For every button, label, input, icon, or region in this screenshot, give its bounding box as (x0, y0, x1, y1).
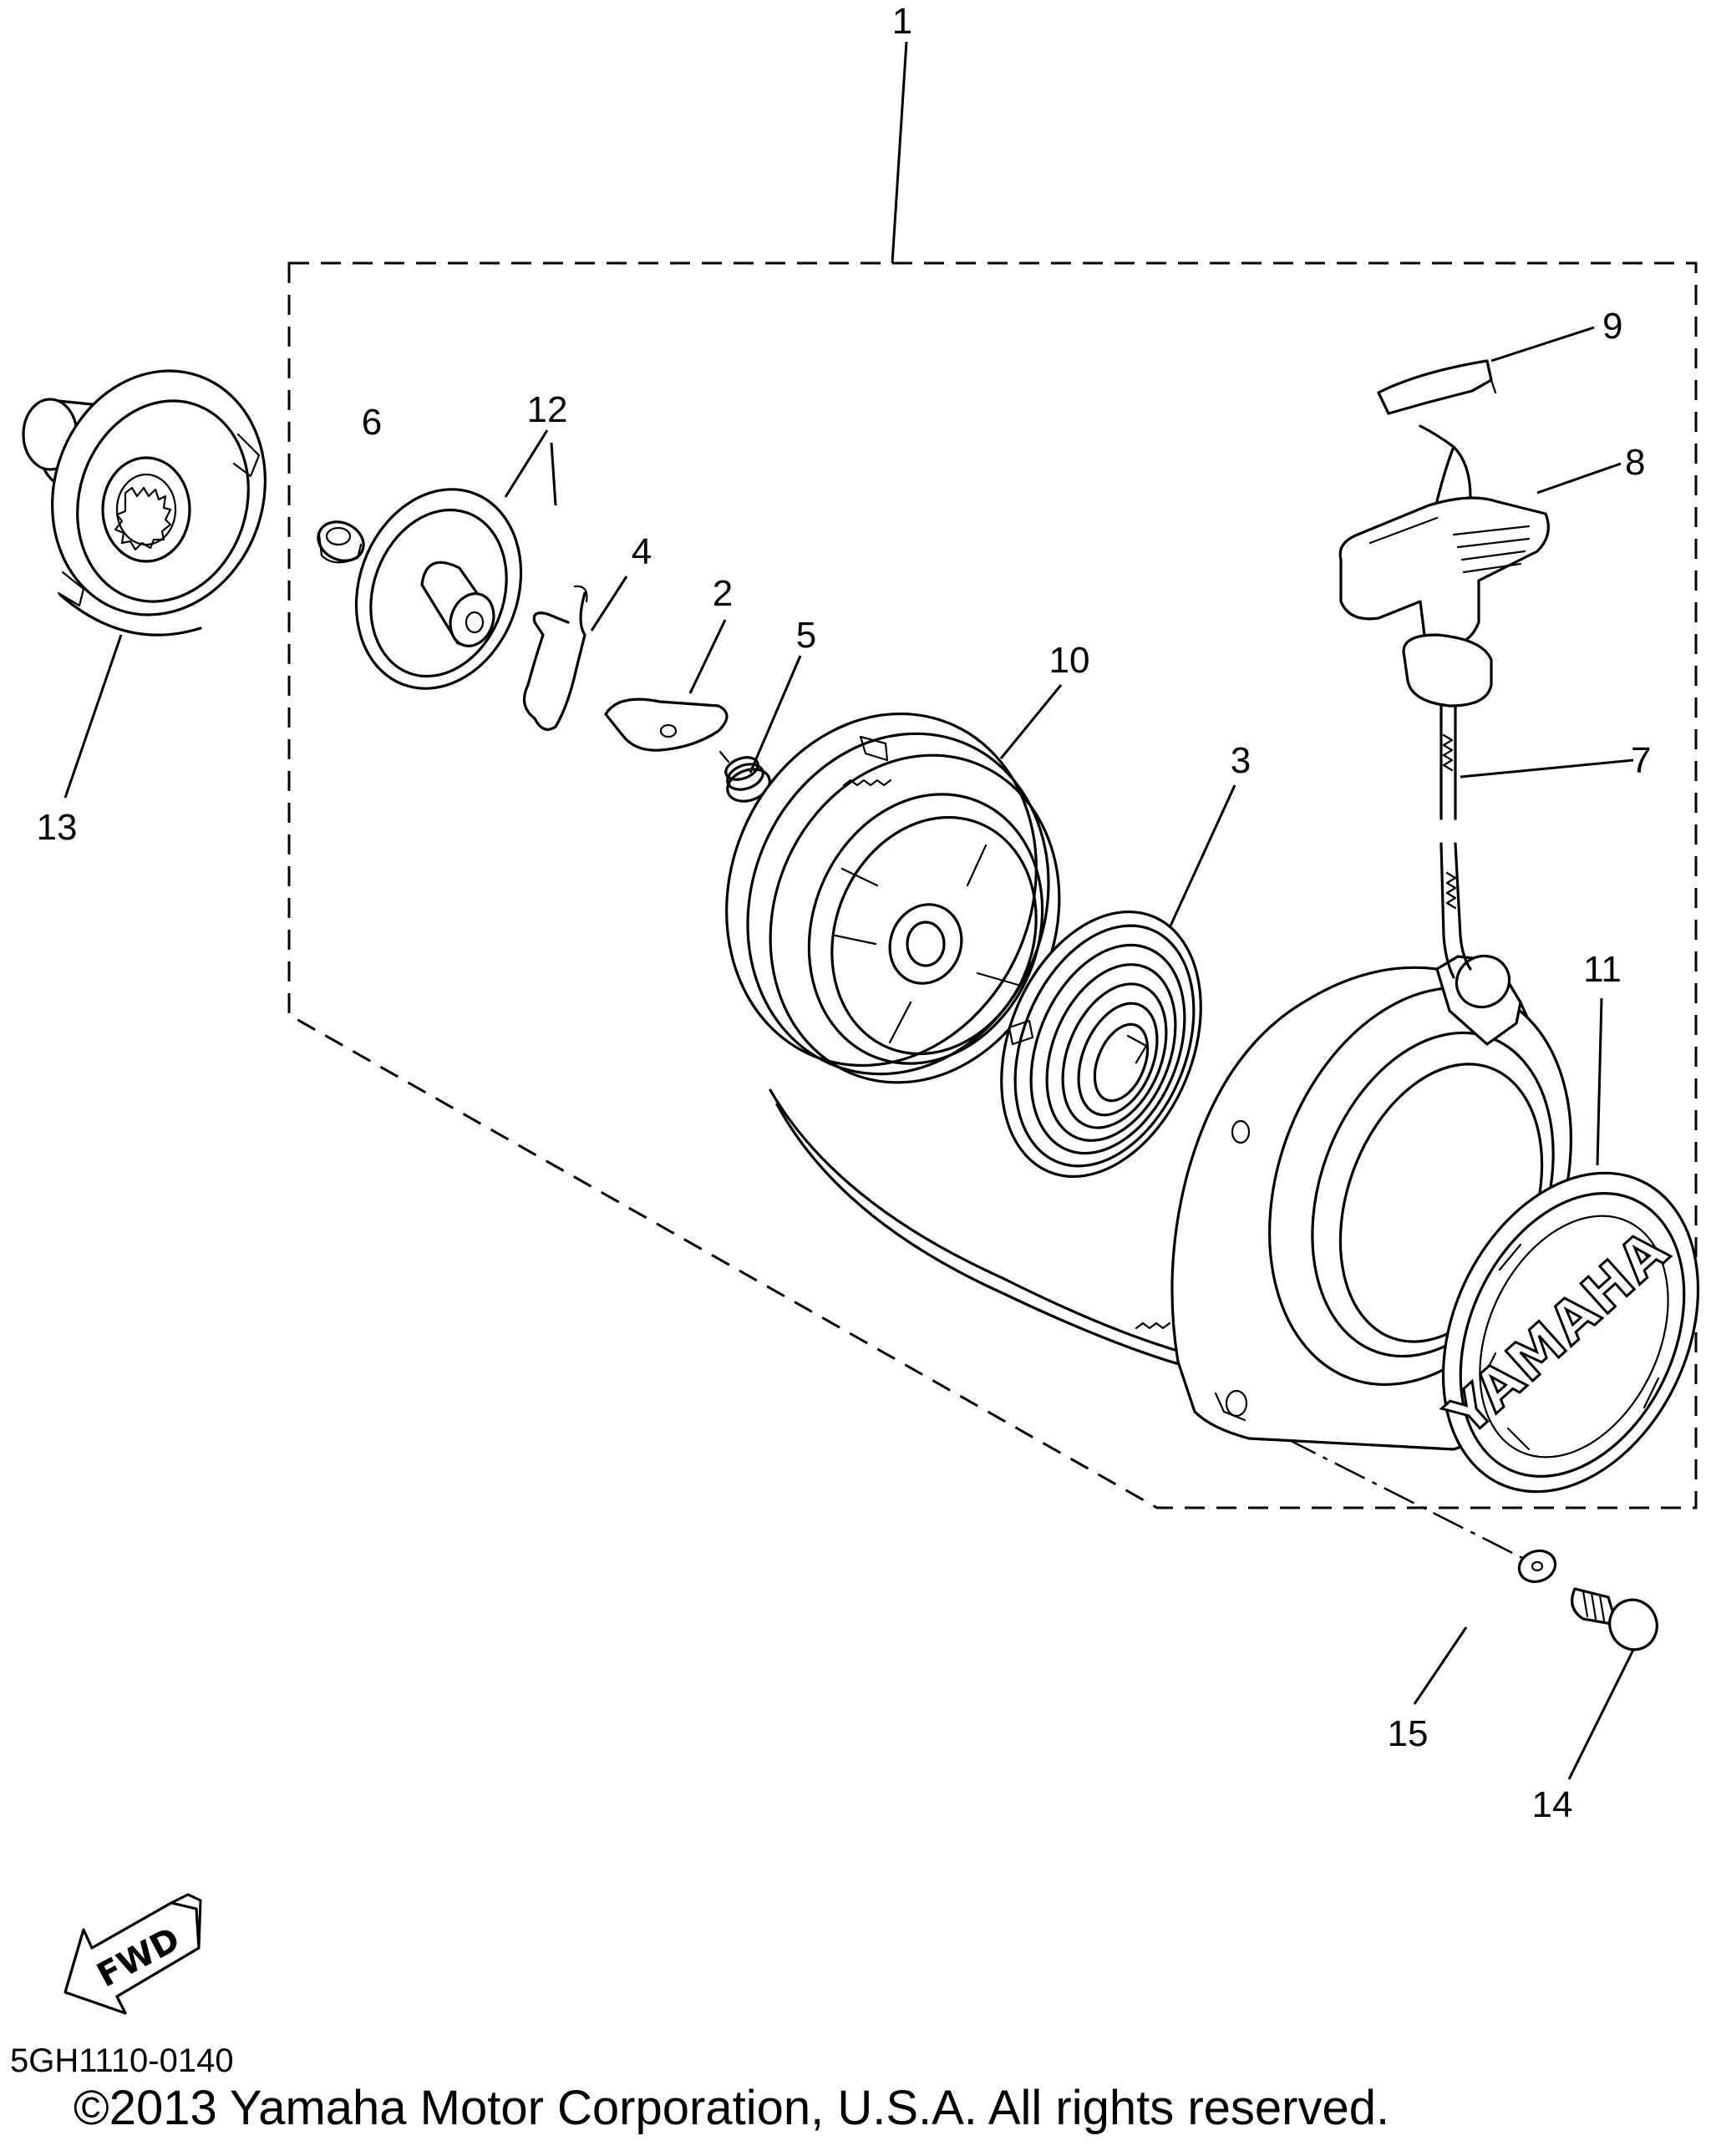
starter-rope (769, 1088, 1188, 1367)
part-11-cover-cap: YAMAHA (1433, 1171, 1700, 1494)
part-14-bolt (1571, 1587, 1658, 1651)
part-4-clip (522, 585, 588, 731)
part-2-pawl (604, 698, 729, 752)
callout-1: 1 (892, 1, 912, 42)
part-8-handle (1338, 424, 1550, 708)
callout-3: 3 (1231, 740, 1251, 781)
part-5-spring (718, 750, 771, 803)
callout-12: 12 (527, 389, 568, 430)
part-7-rope (1439, 704, 1472, 979)
callout-9: 9 (1602, 306, 1622, 347)
callout-15: 15 (1388, 1713, 1429, 1754)
callout-2: 2 (713, 573, 733, 614)
callout-7: 7 (1631, 740, 1651, 781)
leader-lines (63, 41, 1635, 1780)
callout-5: 5 (796, 615, 816, 656)
part-12-plate (354, 488, 523, 690)
fwd-arrow-icon: FWD (63, 1893, 202, 2015)
callout-14: 14 (1532, 1784, 1573, 1825)
part-13-pulley (22, 369, 267, 637)
copyright-notice: ©2013 Yamaha Motor Corporation, U.S.A. A… (74, 2081, 1390, 2135)
callout-11: 11 (1583, 949, 1622, 990)
part-6-nut (317, 520, 365, 564)
callout-labels: 1 2 3 4 5 6 7 8 9 10 11 12 13 14 15 (37, 1, 1652, 1825)
callout-4: 4 (632, 531, 652, 572)
callout-6: 6 (362, 402, 382, 443)
part-15-washer (1517, 1549, 1557, 1584)
diagram-code: 5GH1110-0140 (10, 2042, 234, 2079)
callout-13: 13 (37, 807, 78, 848)
callout-10: 10 (1049, 640, 1090, 681)
part-10-reel (725, 712, 1061, 1084)
part-9-handle-clip (1377, 359, 1497, 415)
part-3-recoil-spring (1000, 910, 1202, 1179)
assembly-boundary (287, 261, 1698, 1509)
callout-8: 8 (1625, 442, 1645, 483)
